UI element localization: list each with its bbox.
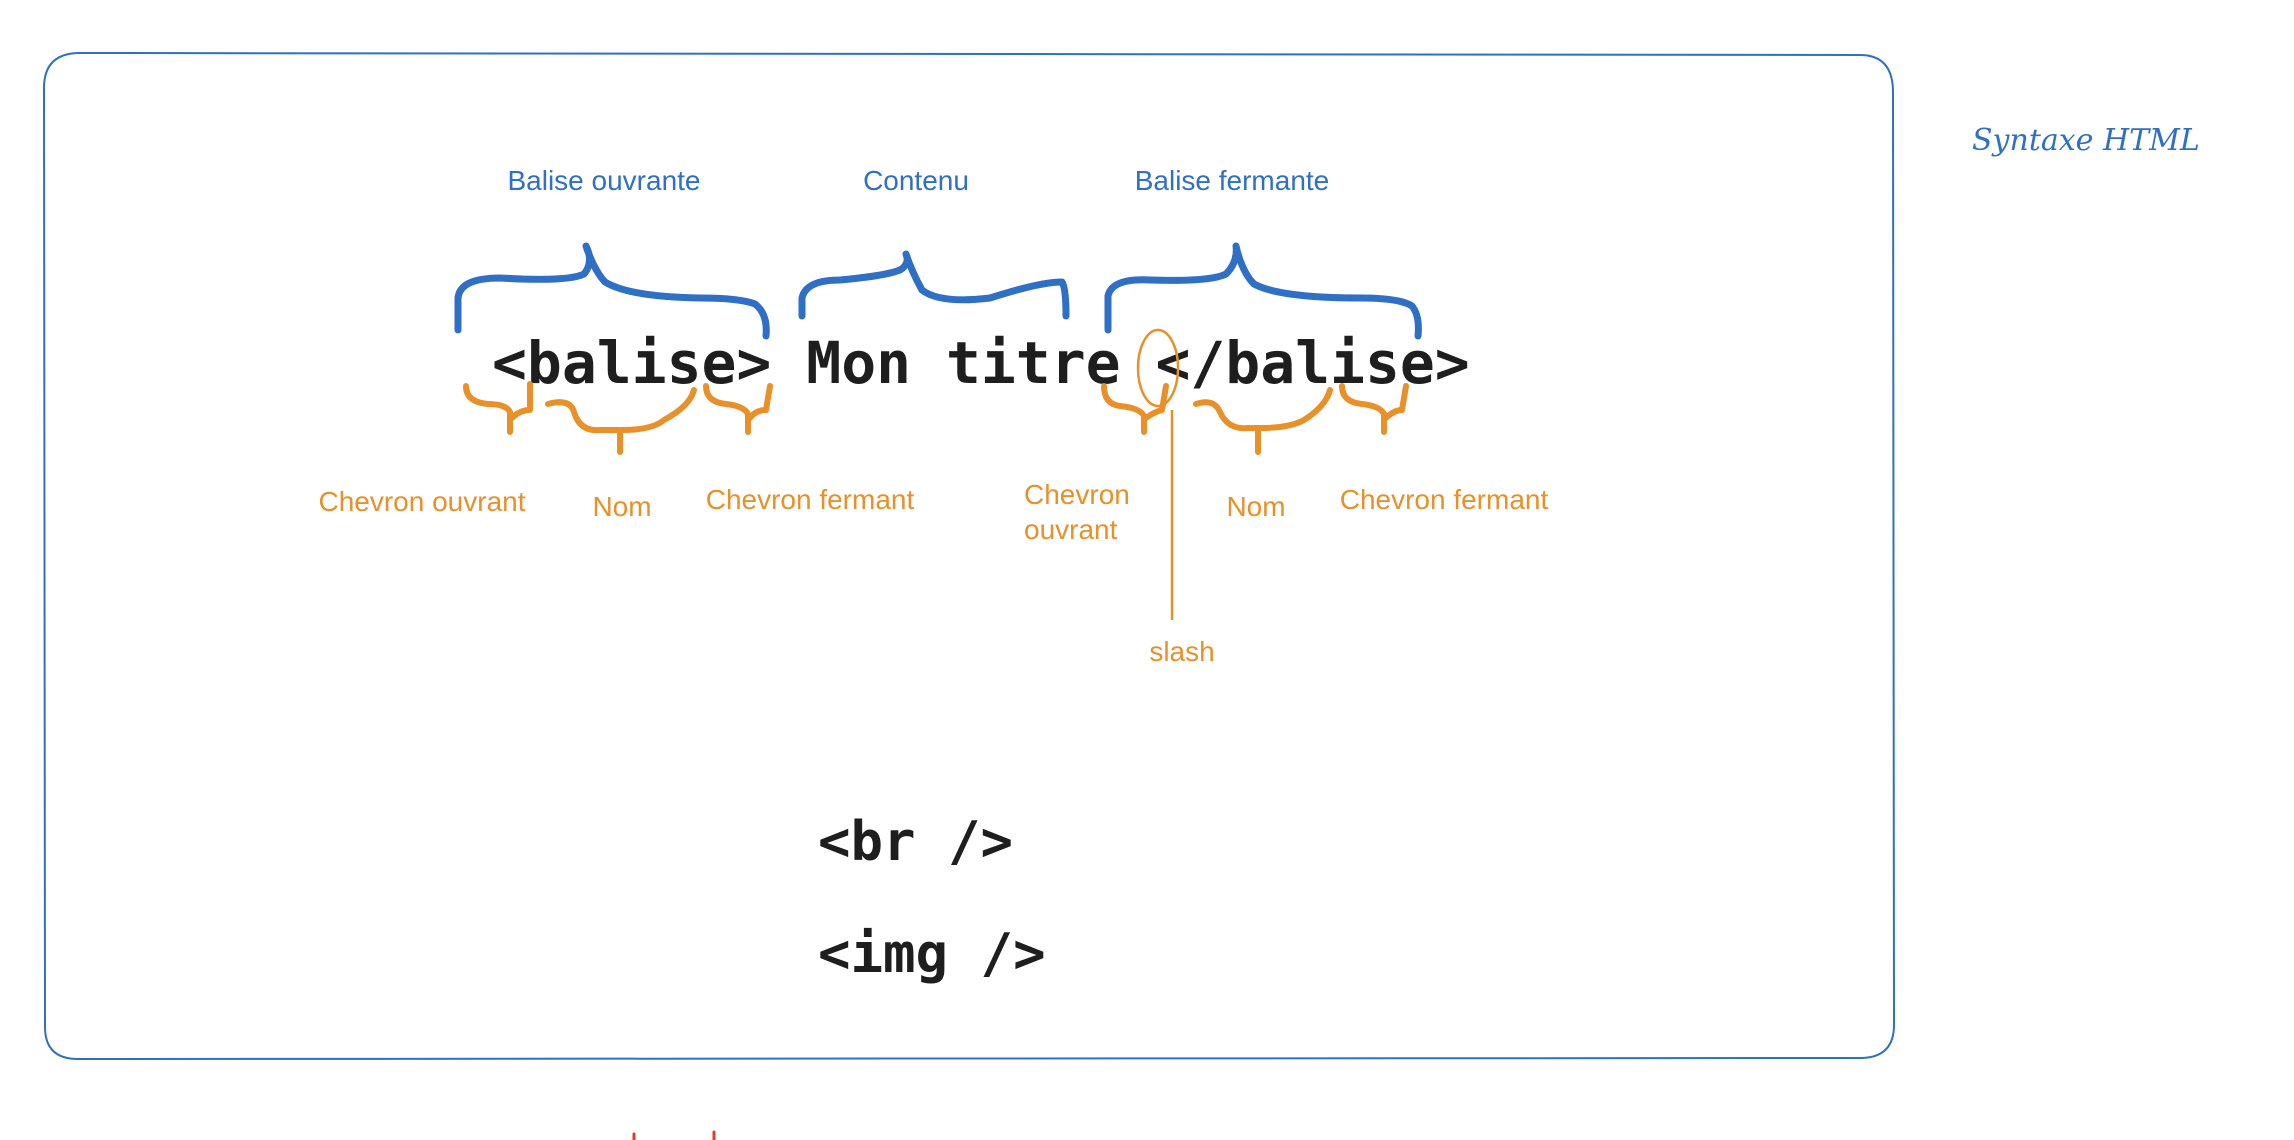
label-closing-tag: Balise fermante [1135,165,1330,196]
brace-close-chevron-2 [1339,383,1409,435]
side-title: Syntaxe HTML [1972,123,2200,158]
label-opening-tag: Balise ouvrante [507,165,700,196]
red-marks [632,1130,716,1140]
diagram-frame [42,51,1896,1061]
slash-highlight [1136,328,1180,408]
label-name-1: Nom [592,491,651,522]
label-slash: slash [1149,636,1214,667]
label-close-chevron-2: Chevron fermant [1340,484,1549,515]
label-open-chevron-2-line2: ouvrant [1024,514,1118,545]
label-name-2: Nom [1226,491,1285,522]
code-example-img: <img /> [818,922,1046,985]
brace-closing-tag [1104,242,1422,340]
brace-open-chevron-1 [463,381,533,435]
label-content: Contenu [863,165,969,196]
label-open-chevron-2-line1: Chevron [1024,479,1130,510]
brace-open-chevron-2 [1101,383,1169,435]
code-main-line: <balise> Mon titre </balise> [492,329,1470,397]
code-example-br: <br /> [818,810,1013,873]
brace-content [798,250,1070,320]
label-close-chevron-1: Chevron fermant [706,484,915,515]
brace-name-2 [1193,387,1333,455]
brace-close-chevron-1 [703,383,773,435]
label-open-chevron-1: Chevron ouvrant [318,486,525,517]
brace-name-1 [545,387,697,455]
brace-opening-tag [454,242,770,340]
